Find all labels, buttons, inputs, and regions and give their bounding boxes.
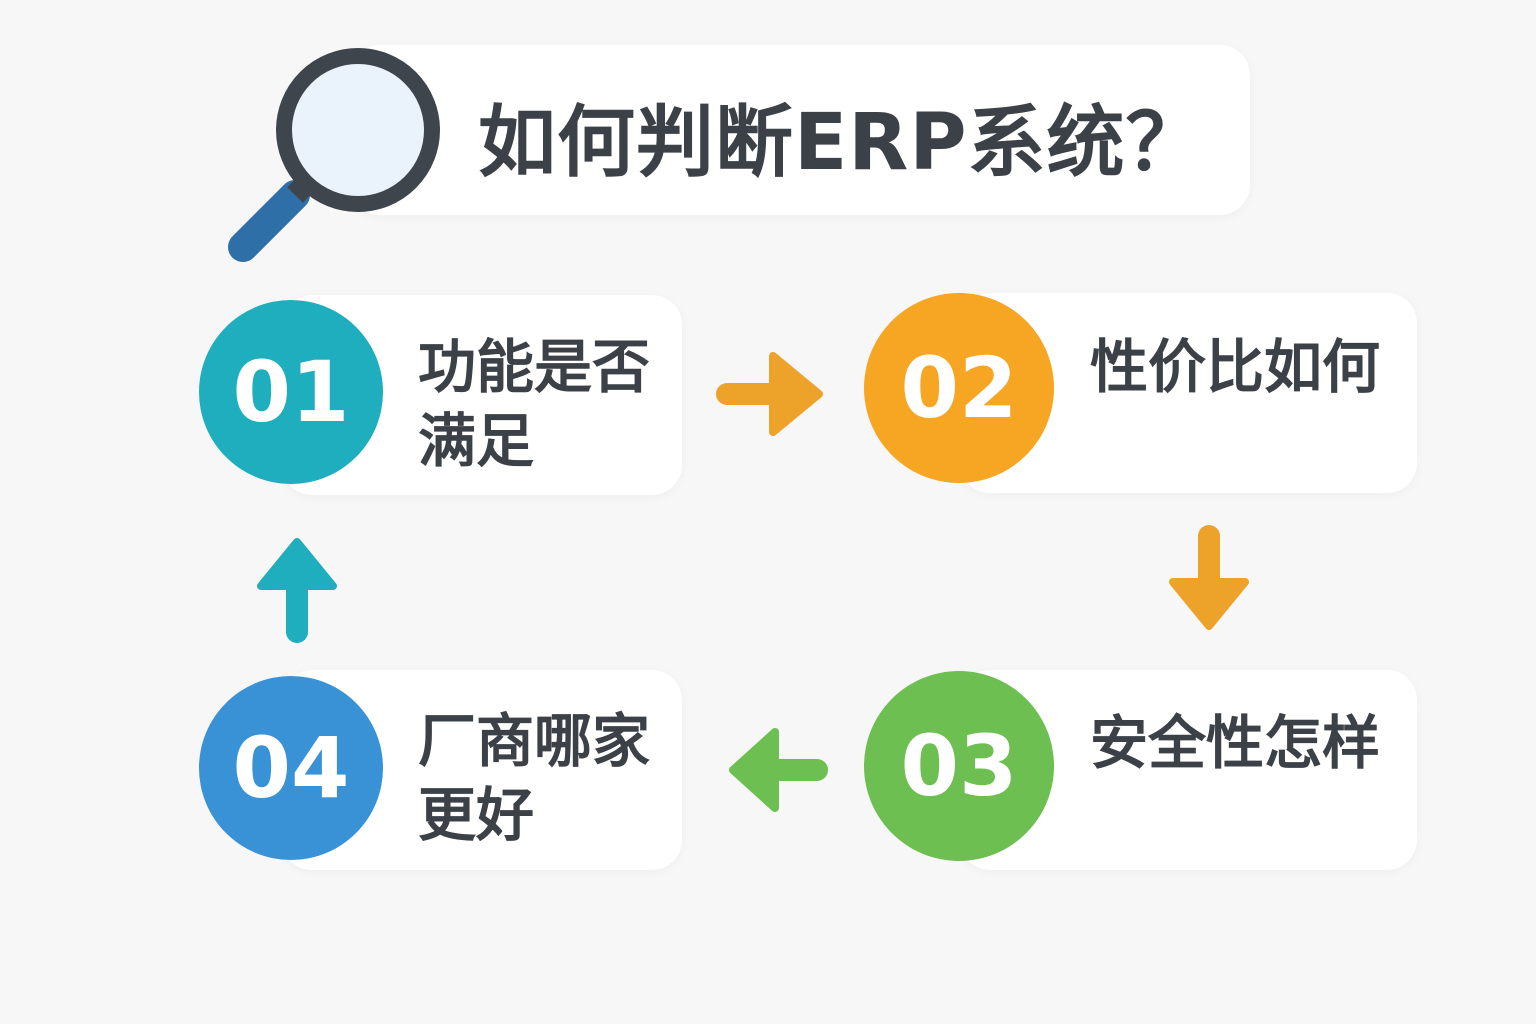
arrow-right-icon: [716, 352, 823, 436]
step-number-02: 02: [864, 293, 1054, 483]
step-label-04: 厂商哪家更好: [418, 707, 651, 849]
step-number-01: 01: [199, 300, 383, 484]
page-title: 如何判断ERP系统？: [478, 98, 1205, 188]
magnifier-icon: [228, 48, 440, 262]
arrow-up-icon: [257, 538, 337, 643]
title-card: [350, 45, 1250, 215]
step-label-02: 性价比如何: [1090, 333, 1381, 401]
arrow-down-icon: [1169, 525, 1249, 630]
step-label-01: 功能是否满足: [418, 333, 651, 475]
step-number-03: 03: [864, 671, 1054, 861]
arrow-left-icon: [729, 728, 828, 812]
step-number-04: 04: [199, 676, 383, 860]
step-label-03: 安全性怎样: [1090, 709, 1381, 777]
